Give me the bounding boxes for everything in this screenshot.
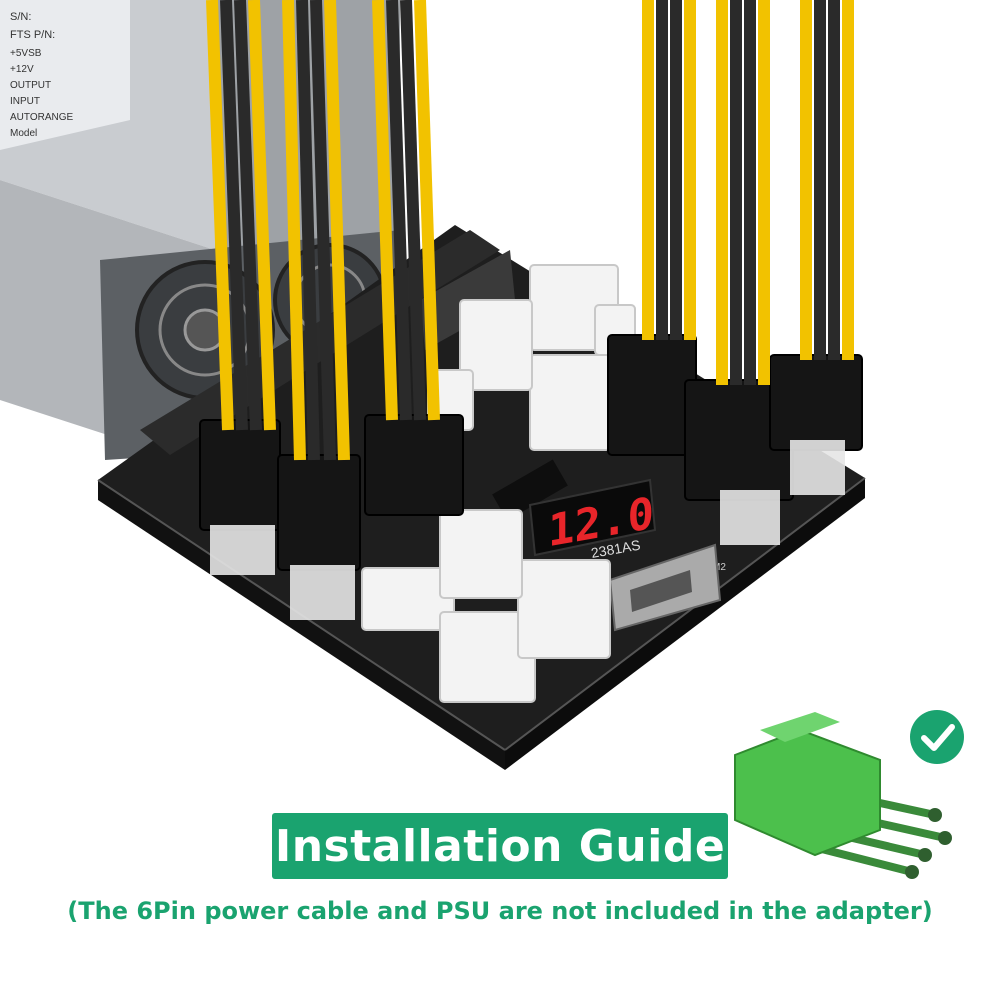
svg-text:+5VSB: +5VSB — [10, 48, 42, 59]
svg-text:+12V: +12V — [10, 64, 34, 75]
plugged-6pin-connectors — [199, 334, 863, 571]
empty-6pin-connectors — [361, 264, 636, 703]
svg-text:FTS P/N:: FTS P/N: — [10, 29, 55, 41]
svg-text:S/N:: S/N: — [10, 11, 31, 23]
power-cables — [206, 0, 854, 461]
banner-title: Installation Guide — [274, 820, 726, 872]
not-included-note: (The 6Pin power cable and PSU are not in… — [67, 897, 933, 925]
6pin-connector-icon — [734, 712, 952, 879]
breakout-board — [97, 225, 866, 770]
connector-clear-bases — [210, 440, 845, 620]
check-icon — [910, 710, 964, 764]
psu-label-sticker: S/N: FTS P/N: +5VSB +12V OUTPUT INPUT AU… — [0, 0, 130, 150]
power-switch — [608, 543, 722, 632]
svg-text:OUTPUT: OUTPUT — [10, 80, 51, 91]
svg-text:Model: Model — [10, 128, 37, 139]
silk-m2: M2 — [712, 562, 726, 573]
svg-text:INPUT: INPUT — [10, 96, 40, 107]
controller-chip — [492, 459, 568, 521]
svg-text:AUTORANGE: AUTORANGE — [10, 112, 73, 123]
installation-guide-banner: Installation Guide — [272, 813, 728, 879]
